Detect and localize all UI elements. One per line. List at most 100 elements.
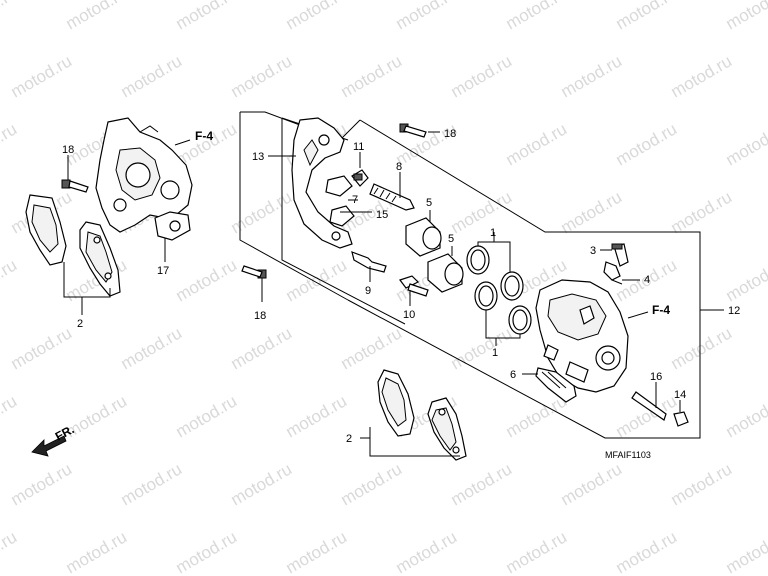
watermark-text: motod.ru bbox=[0, 527, 20, 576]
caliper-bracket-13 bbox=[291, 117, 353, 249]
watermark-text: motod.ru bbox=[283, 527, 351, 576]
watermark-text: motod.ru bbox=[283, 255, 351, 305]
watermark-text: motod.ru bbox=[173, 527, 241, 576]
watermark-text: motod.ru bbox=[173, 391, 241, 441]
reference-f4-right: F-4 bbox=[652, 303, 670, 317]
watermark-text: motod.ru bbox=[448, 187, 516, 237]
watermark-text: motod.ru bbox=[613, 119, 681, 169]
callout-2-bottom: 2 bbox=[346, 433, 352, 445]
watermark-text: motod.ru bbox=[393, 0, 461, 33]
callout-3: 3 bbox=[590, 245, 596, 257]
reference-f4-left: F-4 bbox=[195, 129, 213, 143]
watermark-text: motod.ru bbox=[558, 51, 626, 101]
watermark-text: motod.ru bbox=[723, 255, 768, 305]
callout-5-lower: 5 bbox=[448, 233, 454, 245]
watermark-text: motod.ru bbox=[8, 323, 76, 373]
piston-seals-1 bbox=[466, 245, 532, 335]
left-caliper-bracket bbox=[95, 117, 193, 241]
callout-8: 8 bbox=[396, 161, 402, 173]
bleeder-cap-4 bbox=[603, 261, 623, 285]
watermark-text: motod.ru bbox=[63, 0, 131, 33]
watermark-text: motod.ru bbox=[0, 0, 20, 33]
watermark-text: motod.ru bbox=[668, 459, 736, 509]
bolt-18-top bbox=[399, 123, 427, 138]
callout-18-bottom: 18 bbox=[254, 310, 266, 322]
bolt-18-bottom bbox=[241, 265, 267, 279]
watermark-text: motod.ru bbox=[723, 391, 768, 441]
bolt-18-left bbox=[61, 179, 89, 193]
watermark-text: motod.ru bbox=[118, 323, 186, 373]
watermark-text: motod.ru bbox=[668, 323, 736, 373]
callout-11: 11 bbox=[353, 141, 364, 153]
bolt-10 bbox=[399, 275, 429, 297]
callout-12: 12 bbox=[728, 305, 740, 317]
watermark-text: motod.ru bbox=[613, 527, 681, 576]
watermark-text: motod.ru bbox=[118, 51, 186, 101]
brake-pad-bottom-2 bbox=[427, 397, 467, 461]
watermark-text: motod.ru bbox=[393, 527, 461, 576]
watermark-text: motod.ru bbox=[0, 255, 20, 305]
pin-plug-14 bbox=[673, 411, 689, 427]
watermark-text: motod.ru bbox=[283, 391, 351, 441]
watermark-text: motod.ru bbox=[668, 187, 736, 237]
bleeder-valve-3 bbox=[611, 243, 629, 267]
watermark-text: motod.ru bbox=[723, 527, 768, 576]
callout-17: 17 bbox=[157, 265, 169, 277]
watermark-text: motod.ru bbox=[448, 323, 516, 373]
callout-5-upper: 5 bbox=[426, 197, 432, 209]
watermark-text: motod.ru bbox=[228, 51, 296, 101]
slide-pin-8 bbox=[369, 183, 415, 211]
watermark-text: motod.ru bbox=[0, 119, 20, 169]
diagram-code: MFAIF1103 bbox=[605, 450, 651, 460]
watermark-text: motod.ru bbox=[448, 459, 516, 509]
callout-2-left: 2 bbox=[77, 318, 83, 330]
watermark-text: motod.ru bbox=[118, 459, 186, 509]
caliper-body-12 bbox=[535, 279, 629, 393]
watermark-text: motod.ru bbox=[228, 323, 296, 373]
callout-15: 15 bbox=[376, 209, 388, 221]
boot-11 bbox=[351, 169, 369, 187]
watermark-text: motod.ru bbox=[0, 391, 20, 441]
brake-pad-left-1 bbox=[25, 194, 67, 266]
watermark-text: motod.ru bbox=[723, 119, 768, 169]
watermark-text: motod.ru bbox=[503, 119, 571, 169]
callout-9: 9 bbox=[365, 285, 371, 297]
pad-spring-6 bbox=[535, 367, 577, 403]
watermark-text: motod.ru bbox=[228, 187, 296, 237]
callout-4: 4 bbox=[644, 274, 650, 286]
watermark-text: motod.ru bbox=[228, 459, 296, 509]
callout-10: 10 bbox=[403, 309, 415, 321]
pad-retainer-7 bbox=[325, 175, 355, 227]
callout-1-lower: 1 bbox=[492, 347, 498, 359]
callout-18-top: 18 bbox=[444, 128, 456, 140]
callout-1-upper: 1 bbox=[490, 227, 496, 239]
watermark-text: motod.ru bbox=[173, 255, 241, 305]
piston-5-lower bbox=[427, 253, 464, 293]
watermark-text: motod.ru bbox=[503, 391, 571, 441]
watermark-text: motod.ru bbox=[283, 0, 351, 33]
callout-13: 13 bbox=[252, 151, 264, 163]
watermark-text: motod.ru bbox=[668, 51, 736, 101]
watermark-text: motod.ru bbox=[448, 51, 516, 101]
watermark-text: motod.ru bbox=[338, 323, 406, 373]
watermark-text: motod.ru bbox=[613, 0, 681, 33]
watermark-text: motod.ru bbox=[173, 0, 241, 33]
callout-16: 16 bbox=[650, 371, 662, 383]
callout-18-left: 18 bbox=[62, 144, 74, 156]
watermark-text: motod.ru bbox=[558, 187, 626, 237]
callout-6: 6 bbox=[510, 369, 516, 381]
front-direction-arrow bbox=[31, 435, 67, 457]
piston-5-upper bbox=[405, 217, 442, 257]
watermark-text: motod.ru bbox=[503, 527, 571, 576]
watermark-text: motod.ru bbox=[8, 51, 76, 101]
watermark-text: motod.ru bbox=[558, 459, 626, 509]
watermark-text: motod.ru bbox=[63, 527, 131, 576]
slide-pin-9 bbox=[351, 251, 387, 273]
brake-pad-bottom-1 bbox=[377, 369, 415, 437]
watermark-text: motod.ru bbox=[338, 459, 406, 509]
assembly-outline bbox=[239, 111, 701, 439]
callout-14: 14 bbox=[674, 389, 686, 401]
watermark-text: motod.ru bbox=[503, 0, 571, 33]
watermark-text: motod.ru bbox=[723, 0, 768, 33]
